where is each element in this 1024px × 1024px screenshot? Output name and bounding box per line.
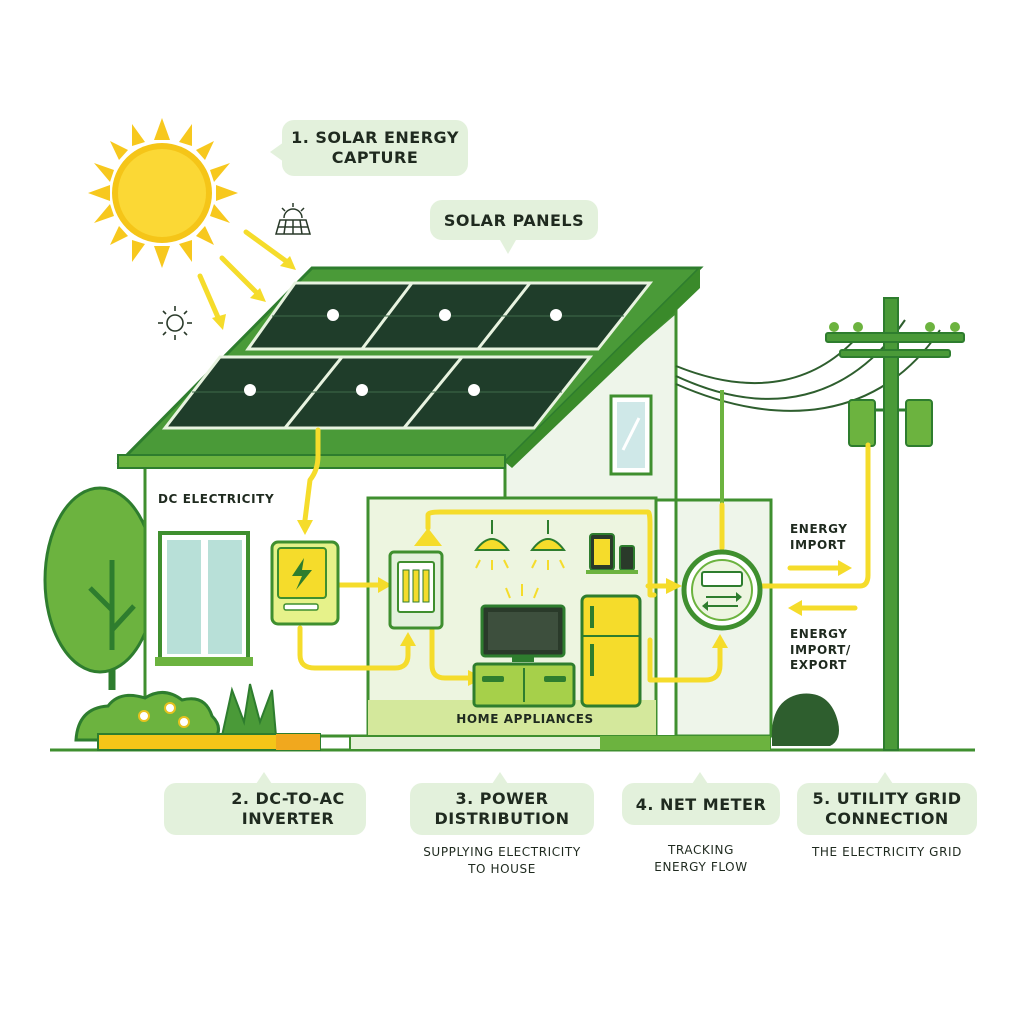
ceiling-lamps bbox=[474, 520, 566, 570]
bushes bbox=[74, 683, 839, 751]
flow-arrowheads bbox=[297, 520, 852, 686]
energy-import-export-label: ENERGY IMPORT/ EXPORT bbox=[790, 627, 851, 673]
caption-grid: THE ELECTRICITY GRID bbox=[812, 845, 962, 859]
panel-gridlines bbox=[192, 315, 624, 393]
tv-console bbox=[472, 662, 576, 708]
breaker-panel bbox=[388, 550, 444, 630]
inverter bbox=[270, 540, 340, 626]
tree bbox=[43, 486, 157, 690]
callout-net-meter: 4. NET METER bbox=[622, 783, 780, 825]
caption-net-meter: TRACKING ENERGY FLOW bbox=[654, 843, 748, 874]
callout-inverter: 2. DC-TO-AC INVERTER bbox=[164, 783, 366, 835]
utility-pole bbox=[825, 297, 965, 751]
energy-import-label: ENERGY IMPORT bbox=[790, 522, 848, 552]
small-sun-icon bbox=[158, 306, 192, 340]
energy-flow-lines bbox=[297, 427, 871, 683]
panel-sun-glints bbox=[244, 309, 562, 396]
caption-distribution: SUPPLYING ELECTRICITY TO HOUSE bbox=[423, 845, 581, 876]
net-meter bbox=[681, 549, 763, 631]
small-panel-icon bbox=[275, 203, 311, 235]
sun-icon bbox=[88, 118, 238, 268]
television bbox=[480, 584, 566, 662]
home-appliances-label: HOME APPLIANCES bbox=[456, 712, 594, 726]
callout-grid-connection: 5. UTILITY GRID CONNECTION bbox=[797, 783, 977, 835]
callout-solar-energy-capture: 1. SOLAR ENERGY CAPTURE bbox=[282, 120, 468, 176]
upper-window bbox=[609, 394, 653, 476]
dc-electricity-label: DC ELECTRICITY bbox=[158, 492, 275, 506]
sun-ray-arrows bbox=[197, 229, 296, 330]
callout-solar-panels: SOLAR PANELS bbox=[430, 200, 598, 240]
mobile-devices bbox=[586, 533, 638, 574]
refrigerator bbox=[580, 594, 642, 708]
bubble-tails bbox=[256, 142, 893, 784]
lower-window bbox=[155, 531, 253, 666]
callout-power-distribution: 3. POWER DISTRIBUTION bbox=[410, 783, 594, 835]
